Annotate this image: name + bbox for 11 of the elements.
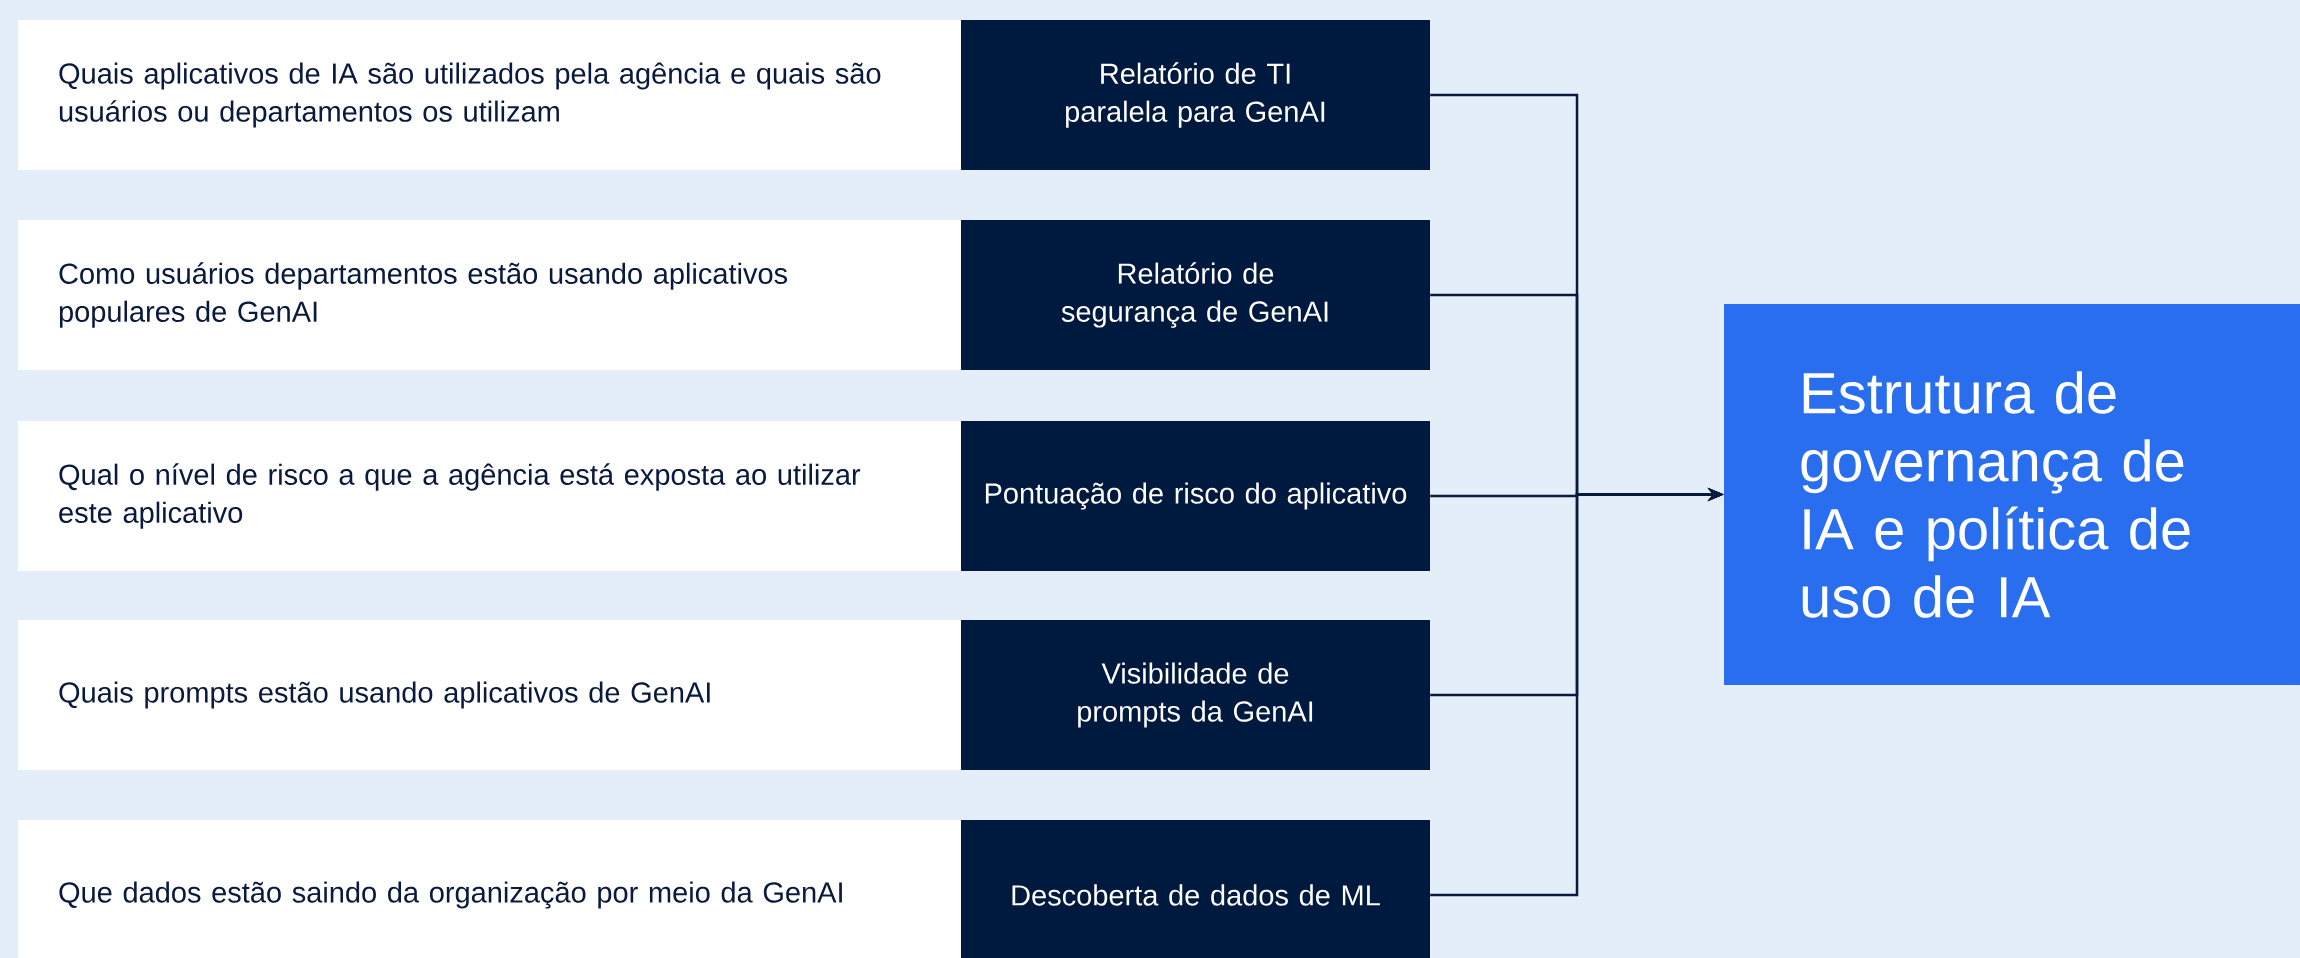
text-box: Quais prompts estão usando aplicativos de GenAI <box>18 620 961 770</box>
report-box: Relatório de TI paralela para GenAI <box>961 20 1430 170</box>
text-box: Que dados estão saindo da organização por meio da GenAI <box>18 820 961 958</box>
text-box: Qual o nível de risco a que a agência está exposta ao utilizar este aplicativo <box>18 421 961 571</box>
report-box: Relatório de segurança de GenAI <box>961 220 1430 370</box>
report-box: Descoberta de dados de ML <box>961 820 1430 958</box>
text-box: Como usuários departamentos estão usando aplicativos populares de GenAI <box>18 220 961 370</box>
report-box: Pontuação de risco do aplicativo <box>961 421 1430 571</box>
result-box: Estrutura de governança de IA e política de uso de IA <box>1724 304 2300 685</box>
report-box: Visibilidade de prompts da GenAI <box>961 620 1430 770</box>
text-box: Quais aplicativos de IA são utilizados pela agência e quais são usuários ou departamentos os utilizam <box>18 20 961 170</box>
